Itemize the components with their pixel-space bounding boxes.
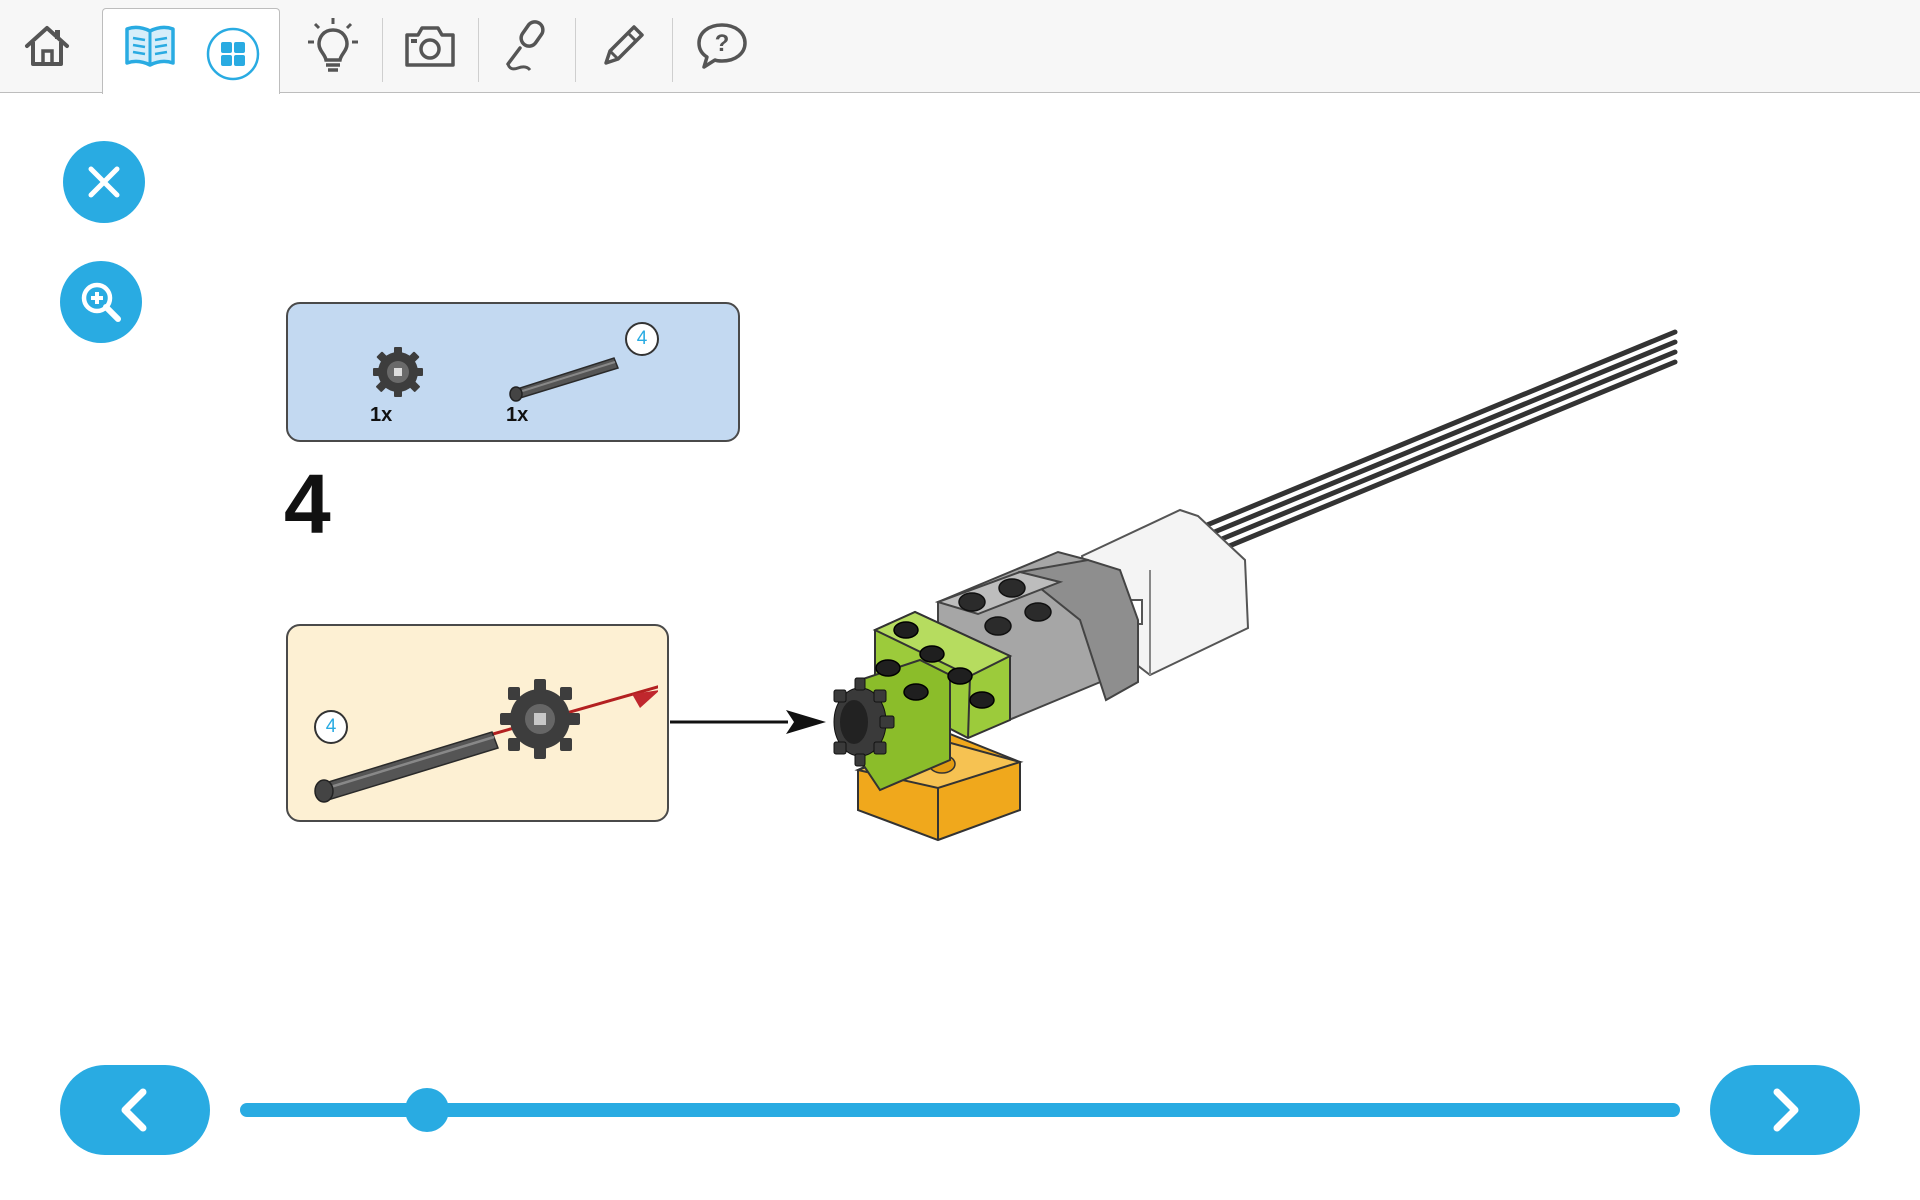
camera-icon: [405, 26, 455, 67]
slider-handle[interactable]: [405, 1088, 450, 1132]
toolbar-divider: [382, 18, 383, 82]
parts-list-panel: 1x 4 1x: [286, 302, 740, 442]
grid-icon: [206, 27, 260, 81]
book-icon: [125, 25, 175, 67]
home-button[interactable]: [2, 10, 92, 82]
zoom-in-icon: [81, 282, 121, 322]
chevron-right-icon: [1773, 1088, 1799, 1132]
record-button[interactable]: [482, 10, 572, 82]
home-icon: [25, 26, 69, 66]
close-icon: [88, 166, 120, 198]
toolbar-divider: [478, 18, 479, 82]
previous-step-button[interactable]: [60, 1065, 210, 1155]
pencil-icon: [604, 25, 644, 65]
axle-part-image: [509, 357, 619, 402]
ideas-button[interactable]: [288, 10, 378, 82]
toolbar-divider: [575, 18, 576, 82]
toolbar-divider: [672, 18, 673, 82]
step-progress-slider[interactable]: [240, 1103, 1680, 1117]
camera-button[interactable]: [385, 10, 475, 82]
gear-quantity: 1x: [370, 404, 393, 426]
top-toolbar: ?: [0, 0, 1920, 94]
axle-quantity: 1x: [506, 404, 529, 426]
lightbulb-icon: [308, 18, 358, 72]
close-button[interactable]: [63, 141, 145, 223]
step-number: 4: [284, 457, 331, 551]
subassembly-panel: 4: [286, 624, 669, 822]
book-tab[interactable]: [105, 10, 195, 82]
edit-button[interactable]: [578, 10, 668, 82]
assembly-arrow: [670, 710, 826, 734]
chevron-left-icon: [121, 1088, 147, 1132]
next-step-button[interactable]: [1710, 1065, 1860, 1155]
help-icon: ?: [697, 23, 747, 69]
zoom-button[interactable]: [60, 261, 142, 343]
microphone-icon: [506, 20, 545, 72]
subassembly-axle-callout: 4: [314, 710, 348, 744]
axle-length-callout: 4: [625, 322, 659, 356]
model-illustration: [833, 329, 1678, 842]
grid-view-button[interactable]: [188, 18, 278, 90]
help-button[interactable]: ?: [677, 10, 767, 82]
svg-text:?: ?: [715, 30, 730, 57]
axle-gear-subassembly-image: [314, 679, 658, 803]
gear-part-image: [373, 347, 423, 397]
